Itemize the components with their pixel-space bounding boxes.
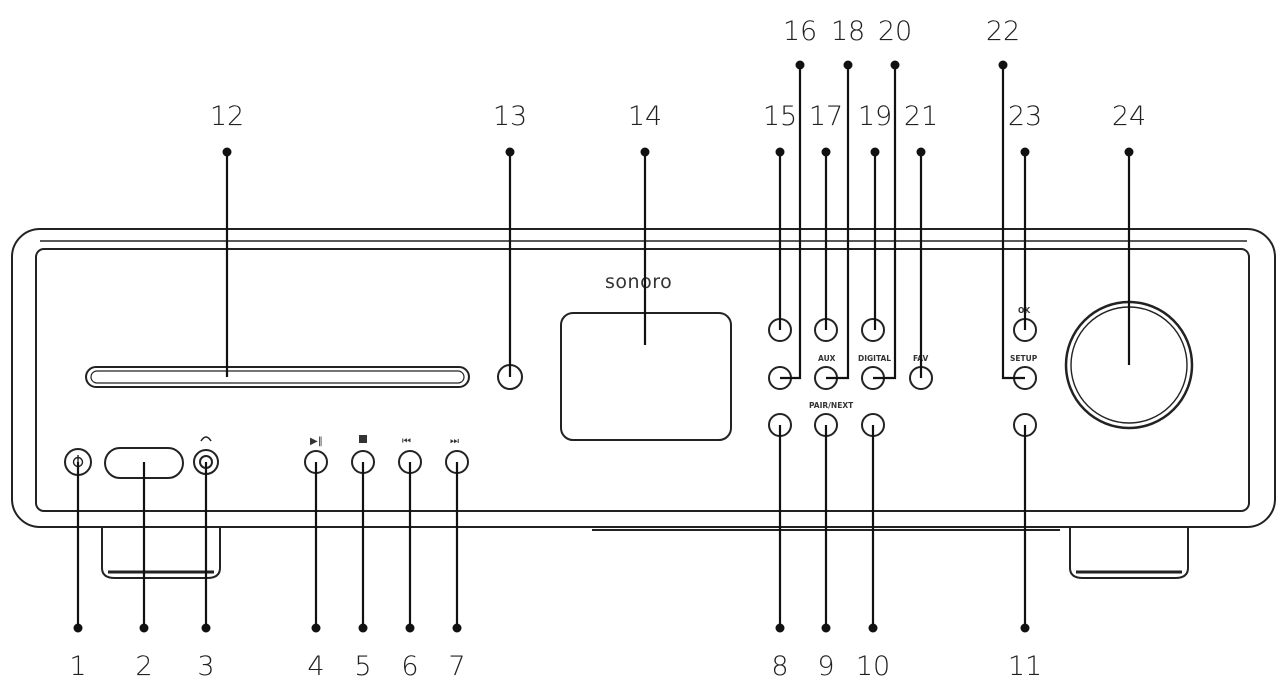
callout-18: 18: [831, 16, 865, 47]
callout-21: 21: [904, 101, 938, 132]
cd-slot[interactable]: [85, 366, 470, 388]
cd-slot-inner: [90, 370, 465, 384]
inner-face: [35, 248, 1250, 512]
button-19[interactable]: [861, 318, 885, 342]
callout-11: 11: [1008, 651, 1042, 682]
callout-13: 13: [493, 101, 527, 132]
callout-7: 7: [448, 651, 465, 682]
callout-24: 24: [1112, 101, 1146, 132]
button-9-label: PAIR/NEXT: [809, 401, 854, 410]
callout-20: 20: [878, 16, 912, 47]
callout-labels: 1 2 3 4 5 6 7 8 9 10 11 12 13 14 15 16 1…: [69, 16, 1146, 682]
callout-14: 14: [628, 101, 662, 132]
play-pause-icon: ▶‖: [310, 436, 323, 447]
callout-15: 15: [763, 101, 797, 132]
callout-leaders: [73, 60, 1134, 633]
callout-12: 12: [210, 101, 244, 132]
callout-16: 16: [783, 16, 817, 47]
brand-logo: sonoro: [605, 271, 672, 293]
callout-10: 10: [856, 651, 890, 682]
callout-6: 6: [401, 651, 418, 682]
next-icon: ⏭: [450, 436, 459, 447]
left-foot: [101, 527, 221, 579]
button-18-label: AUX: [818, 354, 836, 363]
headphone-jack[interactable]: [193, 436, 219, 475]
headphone-icon: [200, 436, 212, 442]
previous-icon: ⏮: [402, 436, 411, 447]
function-buttons: OK AUX DIGITAL FAV SETUP PAIR/NEXT: [768, 306, 1038, 437]
callout-23: 23: [1008, 101, 1042, 132]
playback-controls: ▶‖ ⏮ ⏭: [304, 435, 469, 474]
device-body: [11, 228, 1276, 528]
callout-2: 2: [135, 651, 152, 682]
callout-5: 5: [354, 651, 371, 682]
callout-22: 22: [986, 16, 1020, 47]
button-22-label: SETUP: [1010, 354, 1038, 363]
callout-1: 1: [69, 651, 86, 682]
callout-4: 4: [307, 651, 324, 682]
right-foot: [1069, 527, 1189, 579]
callout-9: 9: [817, 651, 834, 682]
callout-3: 3: [197, 651, 214, 682]
button-20-label: DIGITAL: [858, 354, 891, 363]
callout-8: 8: [771, 651, 788, 682]
outer-frame: [11, 228, 1276, 528]
stop-icon: [359, 435, 367, 443]
callout-17: 17: [809, 101, 843, 132]
callout-19: 19: [858, 101, 892, 132]
front-components: sonoro ▶‖ ⏮ ⏭: [64, 271, 1194, 479]
